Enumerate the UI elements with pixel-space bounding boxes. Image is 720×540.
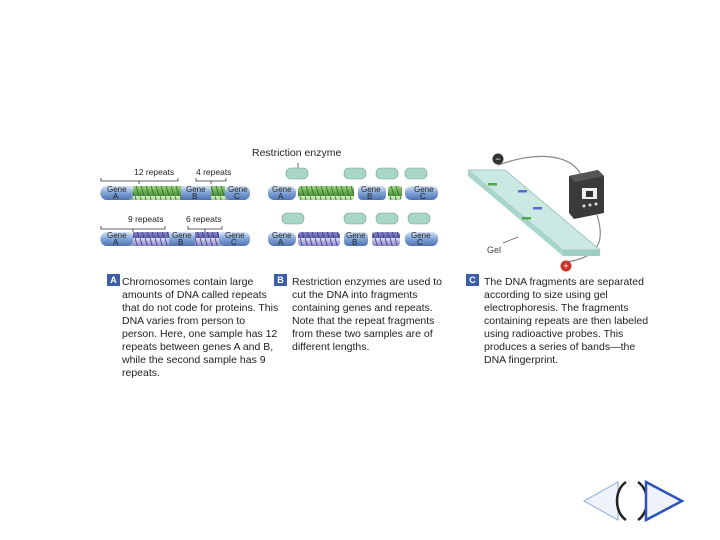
chromosome-sample-2	[100, 226, 250, 246]
wire-negative	[497, 155, 583, 179]
chromosome-sample-1	[100, 178, 250, 200]
left-triangle-icon	[582, 480, 619, 522]
dna-fragments-sample-2	[268, 232, 438, 246]
positive-electrode-sign: +	[563, 261, 568, 271]
dna-fragments-sample-1	[268, 186, 438, 200]
gene-label-b: B	[352, 238, 357, 247]
gene-label: Gene	[107, 231, 127, 240]
restriction-enzymes	[281, 163, 431, 225]
gene-label: Gene	[411, 231, 431, 240]
panel-badge-a: A	[107, 274, 120, 286]
panel-a-caption: Chromosomes contain large amounts of DNA…	[122, 276, 279, 379]
negative-electrode-sign: −	[495, 154, 500, 164]
gene-label-c: C	[234, 192, 240, 201]
previous-slide-button[interactable]	[582, 480, 627, 522]
negative-electrode-icon	[492, 153, 504, 165]
gene-label-a: A	[278, 238, 284, 247]
gene-label-b: B	[192, 192, 197, 201]
gel-electrophoresis: − + Gel	[466, 153, 604, 272]
power-supply	[569, 170, 604, 219]
gene-label-c: C	[417, 238, 423, 247]
gel-band	[533, 207, 542, 210]
gene-label: Gene	[272, 231, 292, 240]
label-6-repeats: 6 repeats	[186, 214, 221, 224]
slide-navigation	[582, 479, 685, 523]
gene-label: Gene	[186, 185, 206, 194]
label-4-repeats: 4 repeats	[196, 167, 231, 177]
gene-label-c: C	[231, 238, 237, 247]
gene-label-b: B	[178, 238, 183, 247]
positive-electrode-icon	[560, 260, 572, 272]
gene-label: Gene	[361, 185, 381, 194]
gene-label-a: A	[113, 238, 119, 247]
next-slide-button[interactable]	[637, 479, 685, 523]
gene-label: Gene	[228, 185, 248, 194]
label-9-repeats: 9 repeats	[128, 214, 163, 224]
label-12-repeats: 12 repeats	[134, 167, 174, 177]
gene-label: Gene	[272, 185, 292, 194]
gene-label-a: A	[278, 192, 284, 201]
gene-label: Gene	[414, 185, 434, 194]
gene-label: Gene	[225, 231, 245, 240]
gel-label: Gel	[487, 245, 501, 255]
gene-label-b: B	[367, 192, 372, 201]
panel-c-caption: The DNA fragments are separated accordin…	[484, 276, 649, 366]
gene-label: Gene	[172, 231, 192, 240]
gel-band	[488, 183, 497, 186]
gel-band	[518, 190, 527, 193]
panel-badge-b: B	[274, 274, 287, 286]
right-triangle-icon	[644, 479, 685, 523]
gene-label-a: A	[113, 192, 119, 201]
gene-label: Gene	[346, 231, 366, 240]
panel-b-caption: Restriction enzymes are used to cut the …	[292, 276, 442, 353]
panel-badge-c: C	[466, 274, 479, 286]
gene-label-c: C	[420, 192, 426, 201]
gel-band	[522, 217, 531, 220]
gene-label: Gene	[107, 185, 127, 194]
figure-title: Restriction enzyme	[252, 147, 342, 159]
wire-positive	[564, 214, 601, 263]
